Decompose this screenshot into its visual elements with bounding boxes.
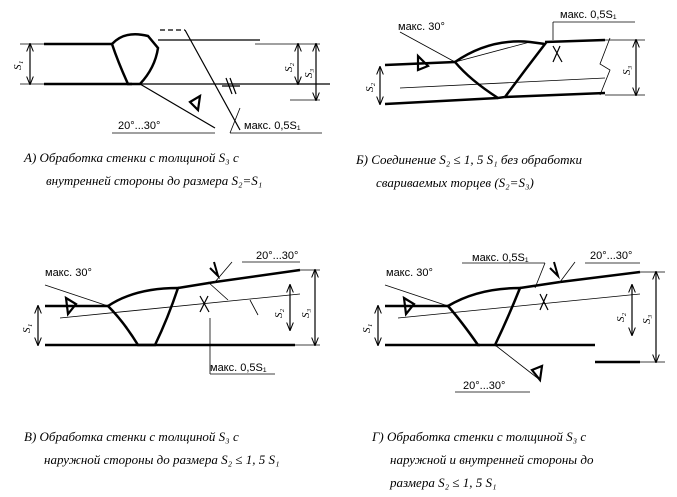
label-angle-d: 20°...30° [590, 250, 632, 262]
caption-a-line-1: А) Обработка стенки с толщиной S₃ с [24, 150, 239, 165]
label-s2-b: S₂ [364, 83, 376, 93]
caption-d-line-1: Г) Обработка стенки с толщиной S₃ с [372, 429, 587, 444]
label-s3-a: S₃ [303, 69, 315, 79]
label-max-30-b: макс. 30° [398, 21, 445, 33]
caption-c: В) Обработка стенки с толщиной S₃ с нару… [24, 425, 280, 471]
caption-c-line-2: наружной стороны до размера S₂ ≤ 1, 5 S₁ [44, 452, 280, 467]
label-s3-d: S₃ [641, 315, 653, 325]
weld-marker-c [64, 295, 78, 317]
caption-d-line-2: наружной и внутренней стороны до [390, 452, 594, 467]
weld-bead-a [110, 33, 160, 86]
label-s3-b: S₃ [621, 66, 633, 76]
label-max-half-s1-a: макс. 0,5S₁ [244, 120, 301, 132]
caption-b-line-2: свариваемых торцев (S₂=S₃) [376, 175, 534, 190]
weld-marker-d [402, 295, 416, 317]
caption-a-line-2: внутренней стороны до размера S₂=S₁ [46, 173, 263, 188]
label-angle-c: 20°...30° [256, 250, 298, 262]
caption-a: А) Обработка стенки с толщиной S₃ с внут… [24, 146, 262, 192]
label-max-30-d: макс. 30° [386, 267, 433, 279]
weld-bead-b [453, 40, 548, 100]
label-s2-c: S₂ [273, 309, 285, 319]
diagram-b [380, 21, 645, 106]
label-angle-d-bottom: 20°...30° [463, 380, 505, 392]
label-s1-c: S₁ [21, 324, 33, 334]
diagram-c [38, 261, 320, 375]
label-s3-c: S₃ [300, 309, 312, 319]
caption-b-line-1: Б) Соединение S₂ ≤ 1, 5 S₁ без обработки [356, 152, 583, 167]
caption-d-line-3: размера S₂ ≤ 1, 5 S₁ [390, 475, 497, 490]
label-s1-d: S₁ [361, 324, 373, 334]
caption-d: Г) Обработка стенки с толщиной S₃ с нару… [372, 425, 593, 494]
caption-c-line-1: В) Обработка стенки с толщиной S₃ с [24, 429, 239, 444]
label-max-half-s1-d: макс. 0,5S₁ [472, 252, 529, 264]
label-s2-d: S₂ [615, 313, 627, 323]
weld-marker-b [416, 53, 430, 72]
weld-bead-d [446, 286, 522, 347]
label-max-half-s1-b: макс. 0,5S₁ [560, 9, 617, 21]
diagram-a [20, 29, 330, 134]
label-max-30-c: макс. 30° [45, 267, 92, 279]
chamfer-marker-a [188, 93, 202, 113]
label-max-half-s1-c: макс. 0,5S₁ [210, 362, 267, 374]
weld-bead-c [106, 286, 180, 347]
label-angle-a: 20°...30° [118, 120, 160, 132]
label-s1-left-a: S₁ [12, 61, 24, 71]
diagram-d [378, 261, 665, 393]
caption-b: Б) Соединение S₂ ≤ 1, 5 S₁ без обработки… [356, 148, 582, 194]
label-s2-a: S₂ [283, 63, 295, 73]
